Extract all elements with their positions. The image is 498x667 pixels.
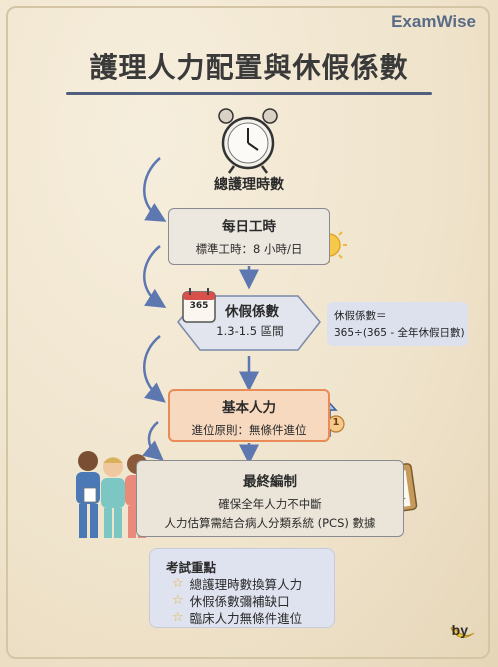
flow-curve-4 [141, 421, 164, 461]
final-staff-detail-1: 確保全年人力不中斷 [218, 497, 322, 511]
calendar-icon [182, 288, 216, 323]
flow-curve-2 [143, 245, 167, 309]
daily-hours-box: 每日工時 標準工時：8 小時/日 [168, 208, 330, 265]
star-icon: ☆ [172, 593, 184, 608]
base-staff-detail: 進位原則：無條件進位 [191, 423, 307, 437]
leave-factor-range: 1.3-1.5 區間 [216, 324, 284, 338]
final-staff-detail-2: 人力估算需結合病人分類系統 (PCS) 數據 [164, 516, 376, 530]
leave-factor-title: 休假係數 [225, 304, 279, 320]
base-staff-title: 基本人力 [222, 400, 276, 416]
exam-point-text: 總護理時數換算人力 [189, 577, 303, 592]
exam-point-item: ☆ 臨床人力無條件進位 [172, 608, 302, 627]
exam-points-title: 考試重點 [166, 560, 217, 575]
daily-hours-detail: 標準工時：8 小時/日 [195, 242, 303, 256]
up-arrow-badge: 1 [332, 417, 340, 428]
flow-curve-1 [143, 157, 167, 222]
formula-note: 休假係數＝ 365÷(365 - 全年休假日數) [327, 302, 468, 346]
exam-point-item: ☆ 休假係數彌補缺口 [172, 591, 290, 610]
final-staff-box: 最終編制 確保全年人力不中斷 人力估算需結合病人分類系統 (PCS) 數據 [136, 460, 404, 537]
title-underline [66, 92, 432, 95]
base-staff-box: 基本人力 進位原則：無條件進位 [168, 389, 330, 442]
flow-curve-3 [143, 335, 166, 403]
star-icon: ☆ [172, 610, 184, 625]
page-title: 護理人力配置與休假係數 [89, 51, 409, 84]
exam-point-item: ☆ 總護理時數換算人力 [172, 574, 302, 593]
formula-line-2: 365÷(365 - 全年休假日數) [334, 327, 465, 339]
total-hours-label: 總護理時數 [214, 177, 284, 193]
banana-icon [450, 626, 475, 638]
formula-line-1: 休假係數＝ [334, 310, 387, 322]
star-icon: ☆ [172, 576, 184, 591]
alarm-clock-icon [218, 108, 278, 174]
page-frame [6, 6, 490, 659]
brand-logo: ExamWise [391, 12, 476, 31]
exam-points-box: 考試重點 ☆ 總護理時數換算人力 ☆ 休假係數彌補缺口 ☆ 臨床人力無條件進位 [149, 548, 335, 628]
exam-point-text: 臨床人力無條件進位 [189, 611, 303, 626]
final-staff-title: 最終編制 [243, 474, 297, 490]
exam-point-text: 休假係數彌補缺口 [189, 594, 290, 609]
calendar-number: 365 [189, 301, 209, 311]
byline: by [451, 622, 468, 638]
daily-hours-title: 每日工時 [222, 219, 276, 235]
